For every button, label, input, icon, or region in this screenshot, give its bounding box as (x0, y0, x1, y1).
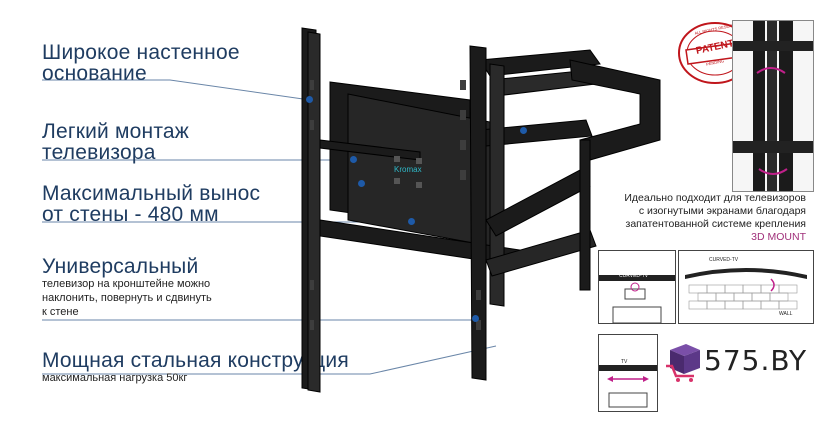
tv-bracket-image: Kromax (301, 27, 661, 393)
diagram-tv-label: CURVED-TV (709, 257, 739, 263)
feature-title: Максимальный вынос (42, 182, 261, 205)
diagram-curved-tv-side: CURVED-TV (598, 250, 676, 324)
callout-dot (306, 96, 313, 103)
feature-wide-base: Широкое настенное основание (42, 42, 240, 84)
callout-dot (408, 218, 415, 225)
feature-title-line2: от стены - 480 мм (42, 203, 219, 226)
diagram-tv-label: TV (621, 359, 628, 365)
diagram-curved-tv-top: CURVED-TV WALL (678, 250, 814, 324)
feature-strong-steel: Мощная стальная конструкция максимальная… (42, 350, 349, 385)
note-line: с изогнутыми экранами благодаря (638, 205, 806, 217)
feature-title: Универсальный (42, 255, 199, 278)
feature-universal: Универсальный телевизор на кронштейне мо… (42, 256, 212, 319)
bracket-logo: Kromax (394, 156, 422, 188)
callout-dot (520, 127, 527, 134)
note-line: запатентованной системе крепления (625, 218, 806, 230)
feature-easy-mount: Легкий монтаж телевизора (42, 121, 189, 163)
feature-title: Мощная стальная конструкция (42, 349, 349, 372)
feature-title: Легкий монтаж (42, 120, 190, 143)
feature-title: Широкое настенное (42, 41, 240, 64)
store-logo[interactable]: 575.BY (664, 342, 834, 382)
note-mount: 3D MOUNT (751, 231, 806, 243)
callout-dot (472, 315, 479, 322)
feature-max-reach: Максимальный вынос от стены - 480 мм (42, 183, 260, 225)
closeup-photo (732, 20, 814, 192)
curved-tv-note: Идеально подходит для телевизоров с изог… (598, 192, 806, 244)
diagram-wall-label: WALL (779, 311, 793, 317)
bracket-brand-text: Kromax (394, 165, 422, 174)
diagram-tv-slide: TV (598, 334, 658, 412)
diagram-tv-label: CURVED-TV (619, 273, 649, 279)
feature-title-line2: телевизора (42, 141, 156, 164)
callout-dot (358, 180, 365, 187)
feature-title-line2: основание (42, 62, 147, 85)
cart-icon (666, 344, 700, 382)
logo-text: 575.BY (704, 344, 808, 377)
feature-sub: наклонить, повернуть и сдвинуть (42, 292, 212, 304)
note-line: Идеально подходит для телевизоров (624, 192, 806, 204)
callout-dot (350, 156, 357, 163)
feature-sub: к стене (42, 306, 79, 318)
feature-sub: максимальная нагрузка 50кг (42, 372, 188, 384)
feature-sub: телевизор на кронштейне можно (42, 278, 211, 290)
